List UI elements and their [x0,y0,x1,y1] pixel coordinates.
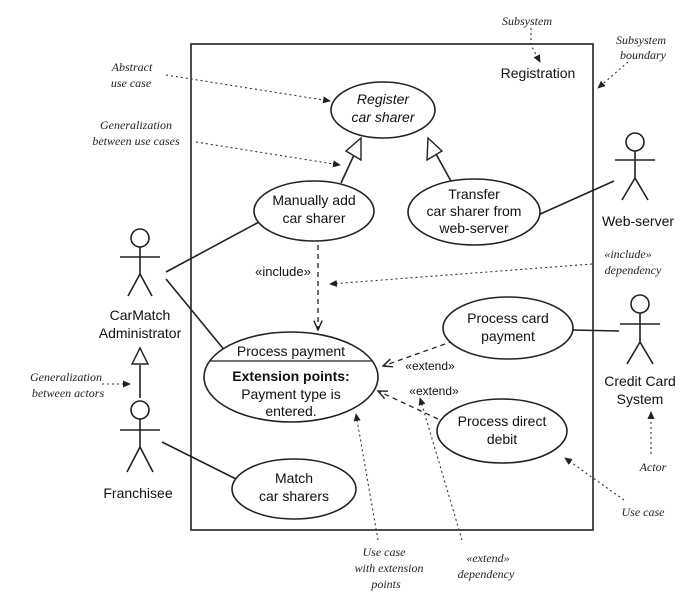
use-case-register-label-2: car sharer [351,109,415,125]
generalization-triangle-1 [344,136,362,162]
use-case-transfer[interactable]: Transfer car sharer from web-server [407,178,541,246]
use-case-manual-add-label-2: car sharer [282,210,345,226]
annotation-abstract-use-case-1: Abstract [111,60,153,74]
annotation-subsystem: Subsystem [502,14,552,28]
use-case-match[interactable]: Match car sharers [231,458,357,520]
subsystem-boundary [190,43,594,531]
assoc-webserver-transfer [537,180,615,216]
actor-credit-card[interactable]: Credit Card System [604,294,676,407]
actor-franchisee-label: Franchisee [103,485,172,501]
use-case-card-payment-label-2: payment [481,328,535,344]
annotation-generalization-use-cases-2: between use cases [92,134,180,148]
leader-use-case [565,458,625,501]
leader-generalization-use-cases [195,141,340,165]
include-label: «include» [255,264,311,279]
extend-label-2: «extend» [409,384,459,398]
generalization-actor-triangle [130,346,150,365]
actor-web-server[interactable]: Web-server [602,132,674,229]
assoc-admin-process-payment [165,278,227,353]
use-case-manual-add[interactable]: Manually add car sharer [253,180,375,242]
assoc-franchisee-match [161,441,239,481]
use-case-process-payment[interactable]: Process payment Extension points: Paymen… [203,331,379,423]
actor-web-server-label: Web-server [602,213,674,229]
annotation-use-case: Use case [622,505,666,519]
leader-use-case-ext-points [356,414,379,541]
assoc-admin-manual-add [165,221,260,273]
stick-figure-icon [120,400,160,473]
annotation-generalization-actors-1: Generalization [30,370,102,384]
annotation-use-case-ext-points-3: points [370,577,401,591]
subsystem-title: Registration [501,65,576,81]
extension-point-line-2: entered. [265,403,316,419]
actor-credit-card-label-2: System [617,391,664,407]
use-case-transfer-label-3: web-server [438,220,509,236]
use-case-transfer-label-1: Transfer [448,186,500,202]
actor-admin[interactable]: CarMatch Administrator [99,228,182,341]
extension-points-heading: Extension points: [232,368,349,384]
use-case-direct-debit-label-1: Process direct [458,413,547,429]
use-case-direct-debit[interactable]: Process direct debit [436,398,568,464]
actor-credit-card-label-1: Credit Card [604,373,676,389]
annotation-use-case-ext-points-1: Use case [363,545,407,559]
use-case-register-label-1: Register [357,91,410,107]
extend-direct-debit [378,391,439,420]
leader-include-dependency [330,263,593,284]
stick-figure-icon [615,132,655,201]
use-case-card-payment-label-1: Process card [467,310,549,326]
annotation-actor: Actor [639,460,667,474]
annotation-subsystem-boundary-1: Subsystem [616,33,666,47]
extend-label-1: «extend» [405,359,455,373]
annotation-extend-dependency-2: dependency [458,567,515,581]
actor-franchisee[interactable]: Franchisee [103,400,173,501]
annotation-use-case-ext-points-2: with extension [355,561,424,575]
annotation-include-dependency-1: «include» [604,247,651,261]
use-case-manual-add-label-1: Manually add [272,192,355,208]
stick-figure-icon [620,294,660,365]
annotation-generalization-actors-2: between actors [32,386,105,400]
use-case-transfer-label-2: car sharer from [427,203,522,219]
leader-subsystem-boundary [598,61,629,88]
annotation-abstract-use-case-2: use case [111,76,152,90]
generalization-triangle-2 [426,136,444,162]
extend-card-payment [383,337,463,366]
use-case-direct-debit-label-2: debit [487,431,517,447]
annotation-generalization-use-cases-1: Generalization [100,118,172,132]
use-case-register[interactable]: Register car sharer [330,81,436,139]
annotation-extend-dependency-1: «extend» [466,551,509,565]
actor-admin-label-2: Administrator [99,325,182,341]
use-case-process-payment-name: Process payment [237,343,345,359]
use-case-match-label-2: car sharers [259,488,329,504]
stick-figure-icon [120,228,160,297]
use-case-match-label-1: Match [275,470,313,486]
actor-admin-label-1: CarMatch [110,307,171,323]
generalization-manual-add-register [340,154,355,184]
leader-subsystem [530,28,541,62]
extension-point-line-1: Payment type is [241,386,341,402]
annotation-include-dependency-2: dependency [605,263,662,277]
assoc-creditcard-card-payment [572,329,620,332]
generalization-transfer-register [435,153,453,184]
annotation-subsystem-boundary-2: boundary [620,48,667,62]
use-case-card-payment[interactable]: Process card payment [442,296,574,360]
